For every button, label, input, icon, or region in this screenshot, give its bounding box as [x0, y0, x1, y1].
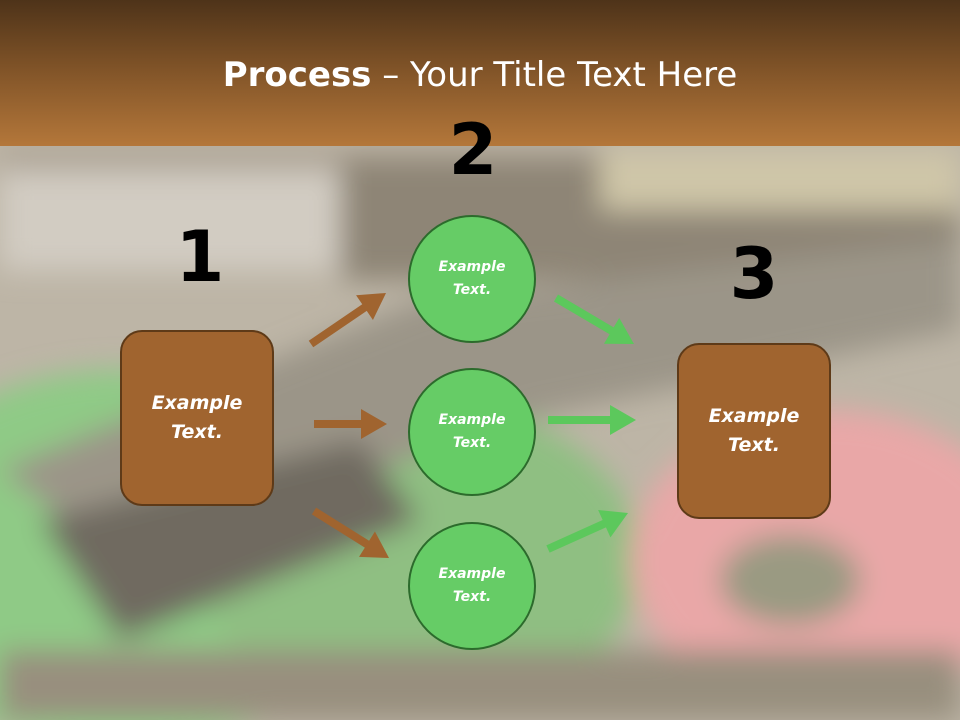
- left-box-text: Example Text.: [151, 392, 243, 443]
- left-process-box: Example Text.: [120, 330, 274, 506]
- step-number-2: 2: [448, 109, 498, 191]
- middle-circle-text: Example Text.: [438, 412, 506, 451]
- title-rest: – Your Title Text Here: [371, 55, 738, 95]
- bottom-circle-node: Example Text.: [408, 522, 536, 650]
- bottom-circle-text: Example Text.: [438, 566, 506, 605]
- right-box-text: Example Text.: [708, 405, 800, 456]
- title-bold: Process: [222, 55, 372, 95]
- middle-circle-node: Example Text.: [408, 368, 536, 496]
- title-bar: Process – Your Title Text Here: [0, 0, 960, 146]
- slide-title: Process – Your Title Text Here: [0, 52, 960, 98]
- right-process-box: Example Text.: [677, 343, 831, 519]
- top-circle-node: Example Text.: [408, 215, 536, 343]
- step-number-1: 1: [175, 216, 225, 298]
- step-number-3: 3: [729, 233, 779, 315]
- top-circle-text: Example Text.: [438, 259, 506, 298]
